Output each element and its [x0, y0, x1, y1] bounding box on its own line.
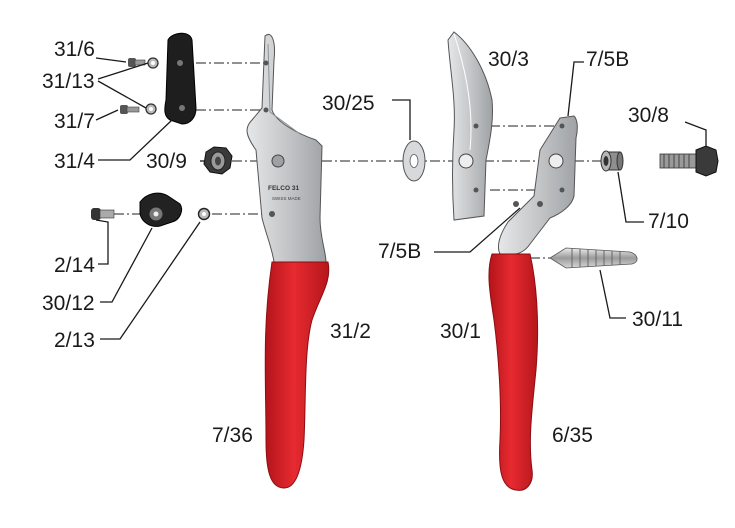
label-31-4: 31/4	[54, 150, 95, 173]
sleeve-7-10	[600, 150, 624, 172]
label-7-5b-bottom: 7/5B	[378, 240, 421, 263]
leader-lines	[95, 57, 707, 340]
label-30-9: 30/9	[146, 150, 187, 173]
anvil-plate-31-4	[164, 32, 197, 125]
bolt-2-14	[91, 208, 115, 220]
washer-2-13	[197, 207, 211, 221]
label-30-25: 30/25	[322, 92, 375, 115]
right-red-handle-6-35	[488, 253, 539, 491]
screw-31-7	[120, 105, 140, 114]
part-labels: 31/6 31/13 31/7 31/4 30/9 2/14 30/12 2/1…	[42, 38, 689, 447]
lower-blade-body-30-1	[497, 115, 578, 263]
catch-30-12	[139, 192, 183, 227]
label-7-36: 7/36	[212, 424, 253, 447]
bolt-30-8	[659, 145, 719, 177]
washer-31-13-bottom	[145, 103, 157, 115]
engraving-origin: SWISS MADE	[272, 196, 301, 201]
label-30-12: 30/12	[42, 292, 95, 315]
washer-31-13-top	[147, 57, 159, 69]
label-30-1: 30/1	[440, 320, 481, 343]
label-31-7: 31/7	[54, 110, 95, 133]
label-30-8: 30/8	[628, 104, 669, 127]
engraving-brand: FELCO 31	[268, 185, 299, 192]
label-7-10: 7/10	[648, 210, 689, 233]
label-2-14: 2/14	[54, 254, 95, 277]
screw-31-6	[128, 58, 146, 67]
label-31-2: 31/2	[330, 320, 371, 343]
label-31-13: 31/13	[42, 70, 95, 93]
left-red-handle-7-36	[264, 261, 330, 489]
label-30-3: 30/3	[488, 48, 529, 71]
label-7-5b-top: 7/5B	[586, 48, 629, 71]
left-blade-body-31-2: FELCO 31 SWISS MADE	[246, 34, 327, 263]
label-30-11: 30/11	[632, 308, 683, 331]
nut-30-9	[203, 146, 233, 175]
blade-30-3	[447, 31, 493, 221]
washer-30-25	[402, 140, 426, 182]
spring-30-11	[549, 247, 638, 269]
label-31-6: 31/6	[54, 38, 95, 61]
label-6-35: 6/35	[552, 424, 593, 447]
label-2-13: 2/13	[54, 329, 95, 352]
